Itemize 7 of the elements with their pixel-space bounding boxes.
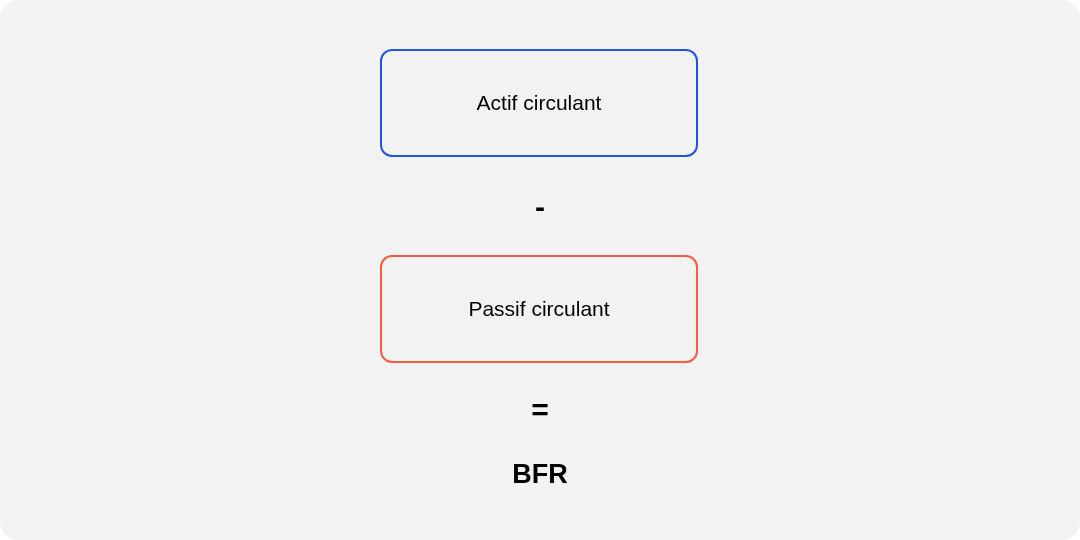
box-label: Passif circulant bbox=[468, 296, 610, 322]
rounded-box bbox=[380, 255, 698, 363]
result-label: BFR bbox=[512, 458, 568, 490]
rounded-box bbox=[380, 49, 698, 157]
box-label: Actif circulant bbox=[476, 90, 602, 116]
minus-sign: - bbox=[535, 190, 545, 224]
equals-sign: = bbox=[531, 393, 549, 427]
